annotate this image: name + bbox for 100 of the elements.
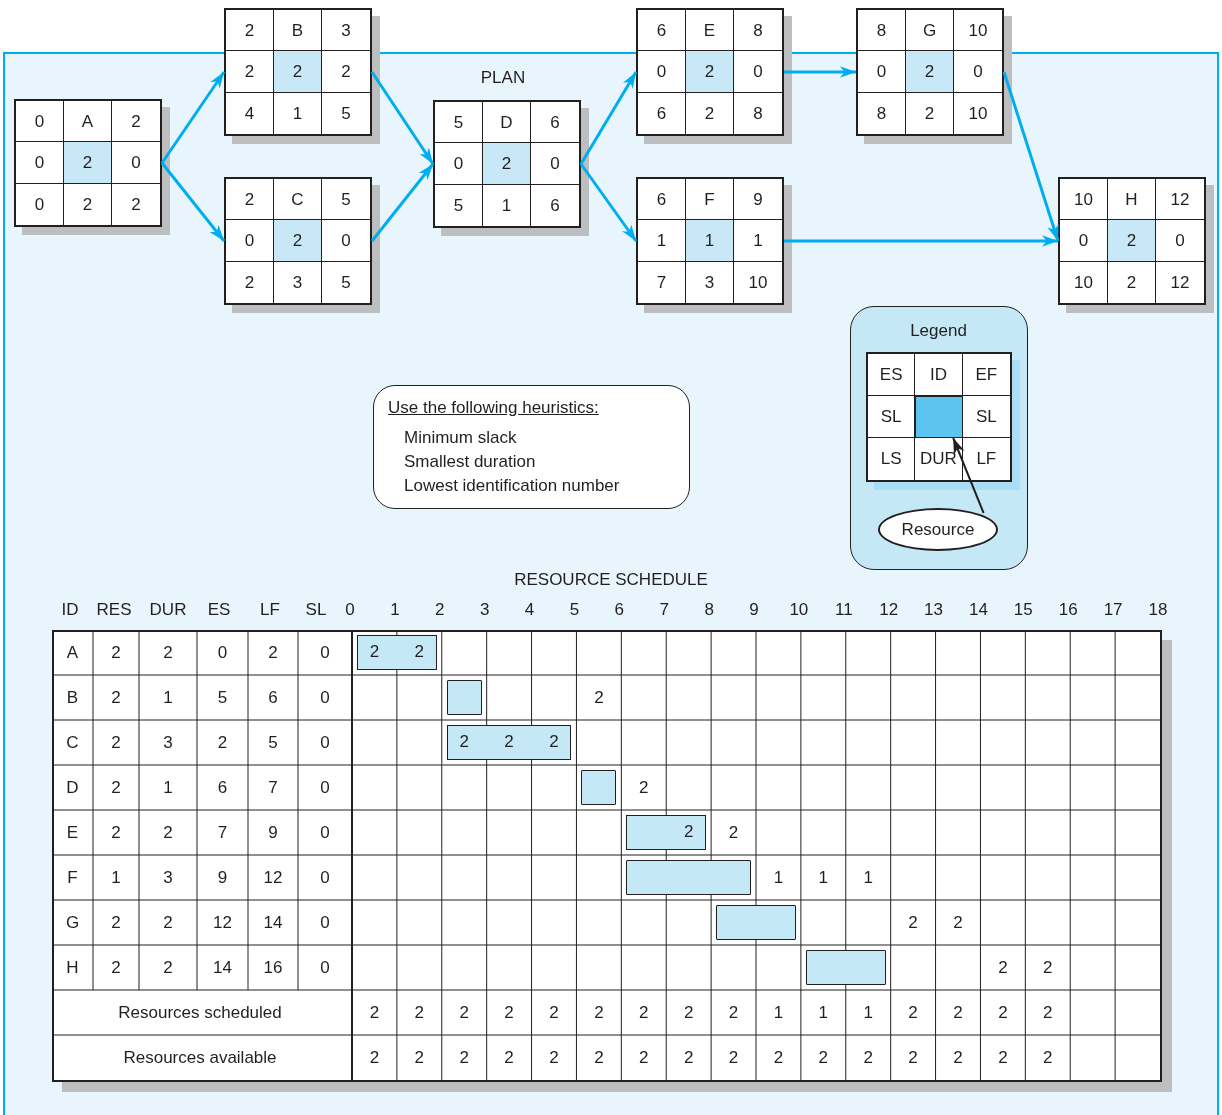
activity-cell: 2 [64, 183, 112, 225]
time-tick: 6 [613, 599, 626, 621]
column-header: ES [206, 599, 232, 621]
activity-cell: 1 [483, 184, 531, 226]
schedule-bar [805, 950, 886, 985]
cell-value: 0 [319, 641, 331, 664]
activity-cell: 1 [274, 92, 322, 134]
arrow [370, 163, 435, 242]
cell-value: 5 [216, 686, 229, 709]
section-heading: PLAN [479, 67, 527, 89]
time-tick: 0 [344, 599, 356, 621]
row-label: Resources available [122, 1046, 278, 1069]
legend-cell: LS [868, 438, 916, 480]
resource-count: 2 [548, 1001, 560, 1024]
activity-cell-text: 5 [340, 102, 352, 125]
activity-cell: 10 [1060, 261, 1108, 303]
cell-value: 0 [319, 911, 331, 934]
cell-value: 12 [212, 911, 233, 934]
resource-count: 2 [952, 1001, 964, 1024]
cell-value: 6 [267, 686, 279, 709]
resource-count: 2 [638, 1046, 650, 1069]
activity-cell: 8 [858, 10, 906, 52]
cell-value: 3 [162, 731, 174, 754]
activity-cell: 5 [322, 179, 370, 221]
resource-count: 2 [548, 1046, 560, 1069]
resource-count: 2 [368, 1001, 381, 1024]
resource-count: 2 [862, 1046, 874, 1069]
time-tick: 17 [1102, 599, 1124, 621]
cell-value: 7 [267, 776, 279, 799]
activity-cell: 2 [226, 179, 274, 221]
resource-count: 2 [682, 1046, 695, 1069]
cell-value: 2 [110, 641, 122, 664]
resource-count: 2 [503, 731, 515, 753]
activity-cell: 6 [638, 10, 686, 52]
activity-cell: 5 [435, 102, 483, 144]
activity-id: F [66, 866, 79, 889]
cell-value: 0 [319, 821, 331, 844]
legend-title: Legend [909, 320, 968, 342]
section-heading: RESOURCE SCHEDULE [513, 569, 709, 591]
activity-cell: 3 [686, 261, 734, 303]
time-tick: 1 [389, 599, 401, 621]
resource-count: 2 [772, 1046, 785, 1069]
resource-cell [915, 396, 963, 438]
note-box [373, 385, 690, 509]
time-tick: 5 [568, 599, 581, 621]
resource-count: 2 [952, 911, 964, 934]
column-header: RES [95, 599, 133, 621]
activity-cell: 2 [274, 220, 322, 262]
activity-id: C [65, 731, 80, 754]
column-header: SL [304, 599, 328, 621]
resource-count: 2 [682, 1001, 695, 1024]
time-tick: 12 [878, 599, 900, 621]
time-tick: 4 [523, 599, 536, 621]
activity-cell: 0 [954, 51, 1002, 93]
resource-count: 2 [413, 641, 426, 663]
activity-cell: 5 [435, 184, 483, 226]
cell-value: 14 [262, 911, 284, 934]
arrow [160, 162, 226, 242]
resource-count: 2 [458, 731, 470, 753]
activity-cell-text: 10 [747, 271, 769, 294]
legend-cell-text: LF [975, 448, 998, 470]
time-tick: 16 [1057, 599, 1079, 621]
activity-cell: 12 [1156, 179, 1204, 221]
time-tick: 10 [788, 599, 810, 621]
resource-count: 2 [413, 1001, 426, 1024]
time-tick: 15 [1012, 599, 1034, 621]
activity-cell-text: 5 [340, 271, 352, 294]
activity-cell: 2 [906, 51, 954, 93]
resource-count: 2 [997, 1001, 1009, 1024]
cell-value: 2 [162, 641, 174, 664]
heuristic-item: Minimum slack [404, 427, 517, 449]
resource-count: 2 [638, 1001, 650, 1024]
cell-value: 2 [110, 911, 122, 934]
resource-count: 2 [727, 1001, 740, 1024]
resource-count: 2 [458, 1046, 470, 1069]
cell-value: 16 [262, 956, 284, 979]
cell-value: 7 [216, 821, 229, 844]
arrow [1002, 71, 1060, 242]
arrow [370, 71, 435, 165]
activity-cell: 8 [734, 10, 782, 52]
arrow [579, 163, 638, 242]
activity-cell: 10 [1060, 179, 1108, 221]
heuristic-item: Lowest identification number [404, 475, 620, 497]
cell-value: 0 [319, 686, 331, 709]
schedule-bar [446, 725, 572, 760]
activity-cell-text: 10 [967, 102, 989, 125]
resource-count: 2 [1042, 1001, 1054, 1024]
cell-value: 9 [267, 821, 279, 844]
time-tick: 3 [478, 599, 491, 621]
resource-count: 2 [458, 1001, 470, 1024]
cell-value: 0 [319, 731, 331, 754]
arrow [784, 235, 1058, 247]
cell-value: 2 [110, 956, 122, 979]
activity-cell-text: 6 [549, 194, 561, 217]
activity-cell: 0 [734, 51, 782, 93]
resource-count: 1 [772, 866, 785, 889]
legend-cell: EF [962, 354, 1010, 396]
activity-cell: 1 [686, 220, 734, 262]
resource-count: 2 [593, 1046, 605, 1069]
resource-count: 1 [817, 866, 830, 889]
